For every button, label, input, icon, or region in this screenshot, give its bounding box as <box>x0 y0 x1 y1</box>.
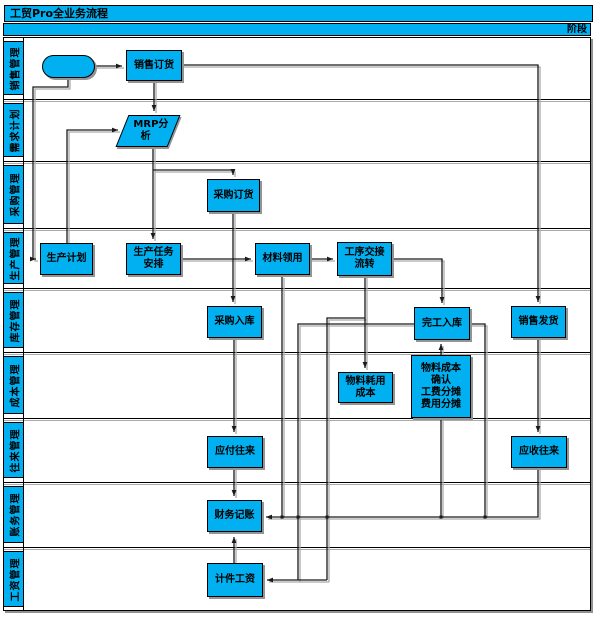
diagram-title: 工贸Pro全业务流程 <box>10 7 109 20</box>
node-production-plan[interactable]: 生产计划 <box>40 243 93 275</box>
lane-label-text: 成本管理 <box>10 363 21 407</box>
node-bookkeeping[interactable]: 财务记账 <box>207 500 262 532</box>
lane-label-demand-plan[interactable]: 需求计划 <box>3 103 24 157</box>
lane-label-cost[interactable]: 成本管理 <box>3 356 24 414</box>
node-label-line: 确认 <box>431 374 451 386</box>
lane-label-payroll[interactable]: 工资管理 <box>3 551 24 607</box>
lane-label-text: 生产管理 <box>10 236 21 280</box>
node-material-cost[interactable]: 物料耗用成本 <box>338 372 393 403</box>
phase-label: 阶段 <box>567 24 587 35</box>
node-label-line: 销售订货 <box>134 59 174 71</box>
node-label-line: 计件工资 <box>215 574 255 585</box>
node-purchase-receipt[interactable]: 采购入库 <box>207 306 262 338</box>
lane-label-text: 销售管理 <box>10 46 21 90</box>
node-piece-wage[interactable]: 计件工资 <box>207 563 263 597</box>
node-label-line: 物料成本 <box>421 362 461 374</box>
node-label-line: 财务记账 <box>214 510 255 521</box>
node-label-line: 生产任务 <box>133 247 174 258</box>
lane-label-production[interactable]: 生产管理 <box>3 232 24 284</box>
lane-label-text: 库存管理 <box>10 298 21 342</box>
node-material-issue[interactable]: 材料领用 <box>255 243 310 275</box>
node-label-line: 费用分摊 <box>421 398 461 410</box>
node-label-line: 应收往来 <box>519 446 559 457</box>
lane-label-transactions[interactable]: 往来管理 <box>3 422 24 478</box>
node-process-handover[interactable]: 工序交接流转 <box>337 242 392 276</box>
node-label-line: 工序交接 <box>344 247 385 258</box>
node-receivable[interactable]: 应收往来 <box>511 436 567 468</box>
node-production-task[interactable]: 生产任务安排 <box>126 243 181 275</box>
node-label-line: 析 <box>140 131 151 142</box>
phase-header-band: 阶段 <box>3 23 591 36</box>
node-label-line: 工费分摊 <box>421 386 461 398</box>
node-label-line: MRP分 <box>132 119 168 130</box>
node-cost-confirmation[interactable]: 物料成本确认工费分摊费用分摊 <box>411 355 471 418</box>
node-sales-order[interactable]: 销售订货 <box>126 50 182 81</box>
node-payable[interactable]: 应付往来 <box>207 436 263 468</box>
node-label-line: 应付往来 <box>215 446 255 457</box>
node-start[interactable] <box>42 55 95 78</box>
node-label-line: 采购入库 <box>214 316 255 327</box>
node-purchase-order[interactable]: 采购订货 <box>207 179 260 212</box>
node-label-line: 生产计划 <box>46 253 87 264</box>
lane-label-sales[interactable]: 销售管理 <box>3 41 24 95</box>
lane-label-text: 账务管理 <box>10 492 21 537</box>
lane-label-text: 需求计划 <box>10 108 21 152</box>
node-label-line: 采购订货 <box>213 189 254 201</box>
lane-label-purchasing[interactable]: 采购管理 <box>3 165 24 224</box>
node-finished-receipt[interactable]: 完工入库 <box>414 307 470 340</box>
diagram-title-bar: 工贸Pro全业务流程 <box>4 5 593 22</box>
lane-label-text: 往来管理 <box>10 428 21 472</box>
node-sales-delivery[interactable]: 销售发货 <box>511 306 566 338</box>
lane-label-text: 工资管理 <box>10 557 21 601</box>
node-label-line: 材料领用 <box>262 253 303 264</box>
node-label-line: 销售发货 <box>518 316 559 327</box>
node-label-line: 物料耗用 <box>345 375 386 387</box>
lane-label-accounting[interactable]: 账务管理 <box>3 486 24 543</box>
node-label-line: 流转 <box>354 259 375 270</box>
lane-label-text: 采购管理 <box>10 172 21 217</box>
node-label-line: 安排 <box>143 259 164 270</box>
lane-label-inventory[interactable]: 库存管理 <box>3 292 24 348</box>
node-label-line: 成本 <box>355 387 376 399</box>
chart-area <box>3 37 591 611</box>
node-label-line: 完工入库 <box>422 317 462 329</box>
